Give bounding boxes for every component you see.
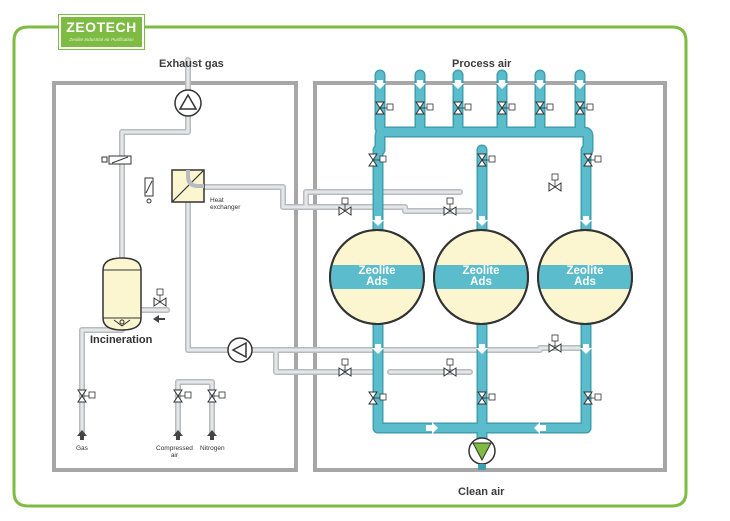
valve-icon [207,389,226,403]
valve-icon [453,101,472,115]
adsorber-2-line2: Ads [470,276,492,288]
valve-icon [497,101,516,115]
valve-icon [443,197,457,216]
adsorber-enclosure [313,81,667,472]
outer-frame [12,25,688,508]
valve-icon [548,173,562,192]
flow-arrow-down [372,216,384,226]
valve-icon [477,153,496,167]
adsorber-2-line1: Zeolite [462,265,500,277]
valve-icon [338,197,352,216]
incineration-label: Incineration [90,334,153,346]
flow-arrow-left [534,422,546,434]
valve-icon [368,153,387,167]
exhaust-fan [174,89,202,117]
flow-arrow-down [580,344,592,354]
valve-icon [338,358,352,377]
valve-icon [443,358,457,377]
adsorber-1-label: Zeolite Ads [345,265,409,288]
flow-arrow-right [426,422,438,434]
valve-icon [77,389,96,403]
inlet-arrows [374,80,586,89]
adsorber-3-line2: Ads [574,276,596,288]
brand-name: ZEOTECH [66,19,137,35]
valve-icon [575,101,594,115]
incineration-enclosure [52,81,298,472]
recirculation-fan [227,337,253,363]
adsorber-3 [537,229,633,325]
exhaust-gas-label: Exhaust gas [159,58,224,70]
flow-arrow-down [580,216,592,226]
valve-icon [535,101,554,115]
valve-icon [583,391,602,405]
flow-arrow-down [476,344,488,354]
valve-icon [415,101,434,115]
flow-arrow-down [372,344,384,354]
valve-icon [375,101,394,115]
heat-exchanger-label: Heat exchanger [210,197,241,211]
control-devices [101,155,154,204]
flow-arrow-down [476,216,488,226]
brand-logo: ZEOTECH Zeolite Industrial Air Purificat… [58,14,145,50]
adsorber-1-line1: Zeolite [358,265,396,277]
compressed-air-label: Compressed air [156,445,193,459]
feed-arrows [77,315,217,440]
adsorber-2-label: Zeolite Ads [449,265,513,288]
clean-air-label: Clean air [458,486,505,498]
gas-label: Gas [76,445,88,452]
valve-layer [77,101,602,405]
valve-icon [173,389,192,403]
flow-arrows [372,80,592,434]
adsorber-vessels [329,229,633,325]
incinerator-vessel [102,257,142,331]
valve-icon [368,391,387,405]
process-air-label: Process air [452,58,512,70]
adsorber-3-label: Zeolite Ads [553,265,617,288]
adsorber-3-line1: Zeolite [566,265,604,277]
nitrogen-label: Nitrogen [200,445,225,452]
clean-air-fan [468,437,496,470]
valve-icon [477,391,496,405]
brand-tagline: Zeolite Industrial Air Purification [69,37,134,42]
adsorber-1-line2: Ads [366,276,388,288]
valve-icon [548,334,562,353]
adsorber-1 [329,229,425,325]
heat-exchanger [171,169,205,203]
adsorber-2 [433,229,529,325]
valve-icon [583,153,602,167]
valve-icon [153,288,167,307]
